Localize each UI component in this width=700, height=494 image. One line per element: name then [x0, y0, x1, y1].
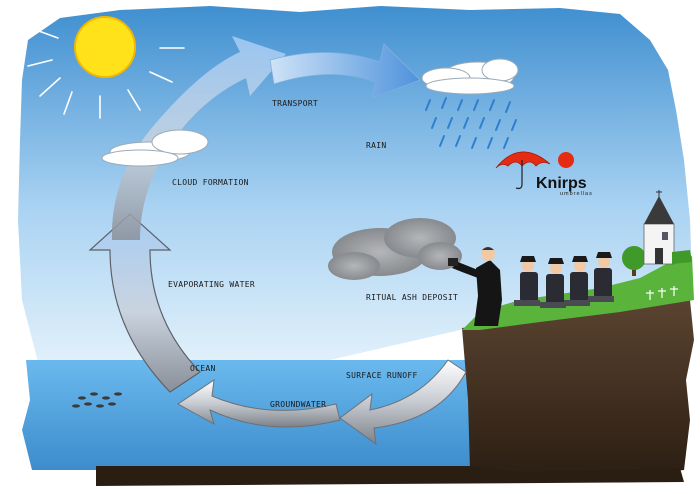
cloud-rain: [421, 58, 519, 95]
sun-icon: [27, 16, 185, 119]
church-icon: [643, 190, 692, 265]
label-ocean: OCEAN: [190, 364, 216, 373]
tree-icon: [622, 246, 646, 276]
grave-crosses: [646, 286, 678, 300]
evaporation-arrow: [88, 36, 287, 393]
label-ritual-ash-deposit: RITUAL ASH DEPOSIT: [366, 293, 458, 302]
label-groundwater: GROUNDWATER: [270, 400, 326, 409]
rain-drops: [425, 97, 517, 149]
runoff-arrow: [339, 359, 467, 446]
cloud-left: [101, 129, 209, 167]
bedrock-strip: [96, 466, 684, 486]
label-rain: RAIN: [366, 141, 386, 150]
label-cloud-formation: CLOUD FORMATION: [172, 178, 249, 187]
ground-earth: [96, 300, 694, 482]
transport-arrow: [269, 43, 421, 99]
fish-school: [72, 392, 122, 408]
mourners-group: [514, 252, 614, 308]
priest-figure: [448, 247, 502, 326]
brand-tagline: umbrellas: [560, 191, 593, 197]
label-transport: TRANSPORT: [272, 99, 318, 108]
label-surface-runoff: SURFACE RUNOFF: [346, 371, 418, 380]
groundwater-arrow: [177, 378, 341, 428]
umbrella-icon: [495, 151, 574, 190]
ash-cloud: [328, 218, 462, 280]
brand-name: Knirps: [536, 175, 587, 192]
label-evaporating-water: EVAPORATING WATER: [168, 280, 255, 289]
